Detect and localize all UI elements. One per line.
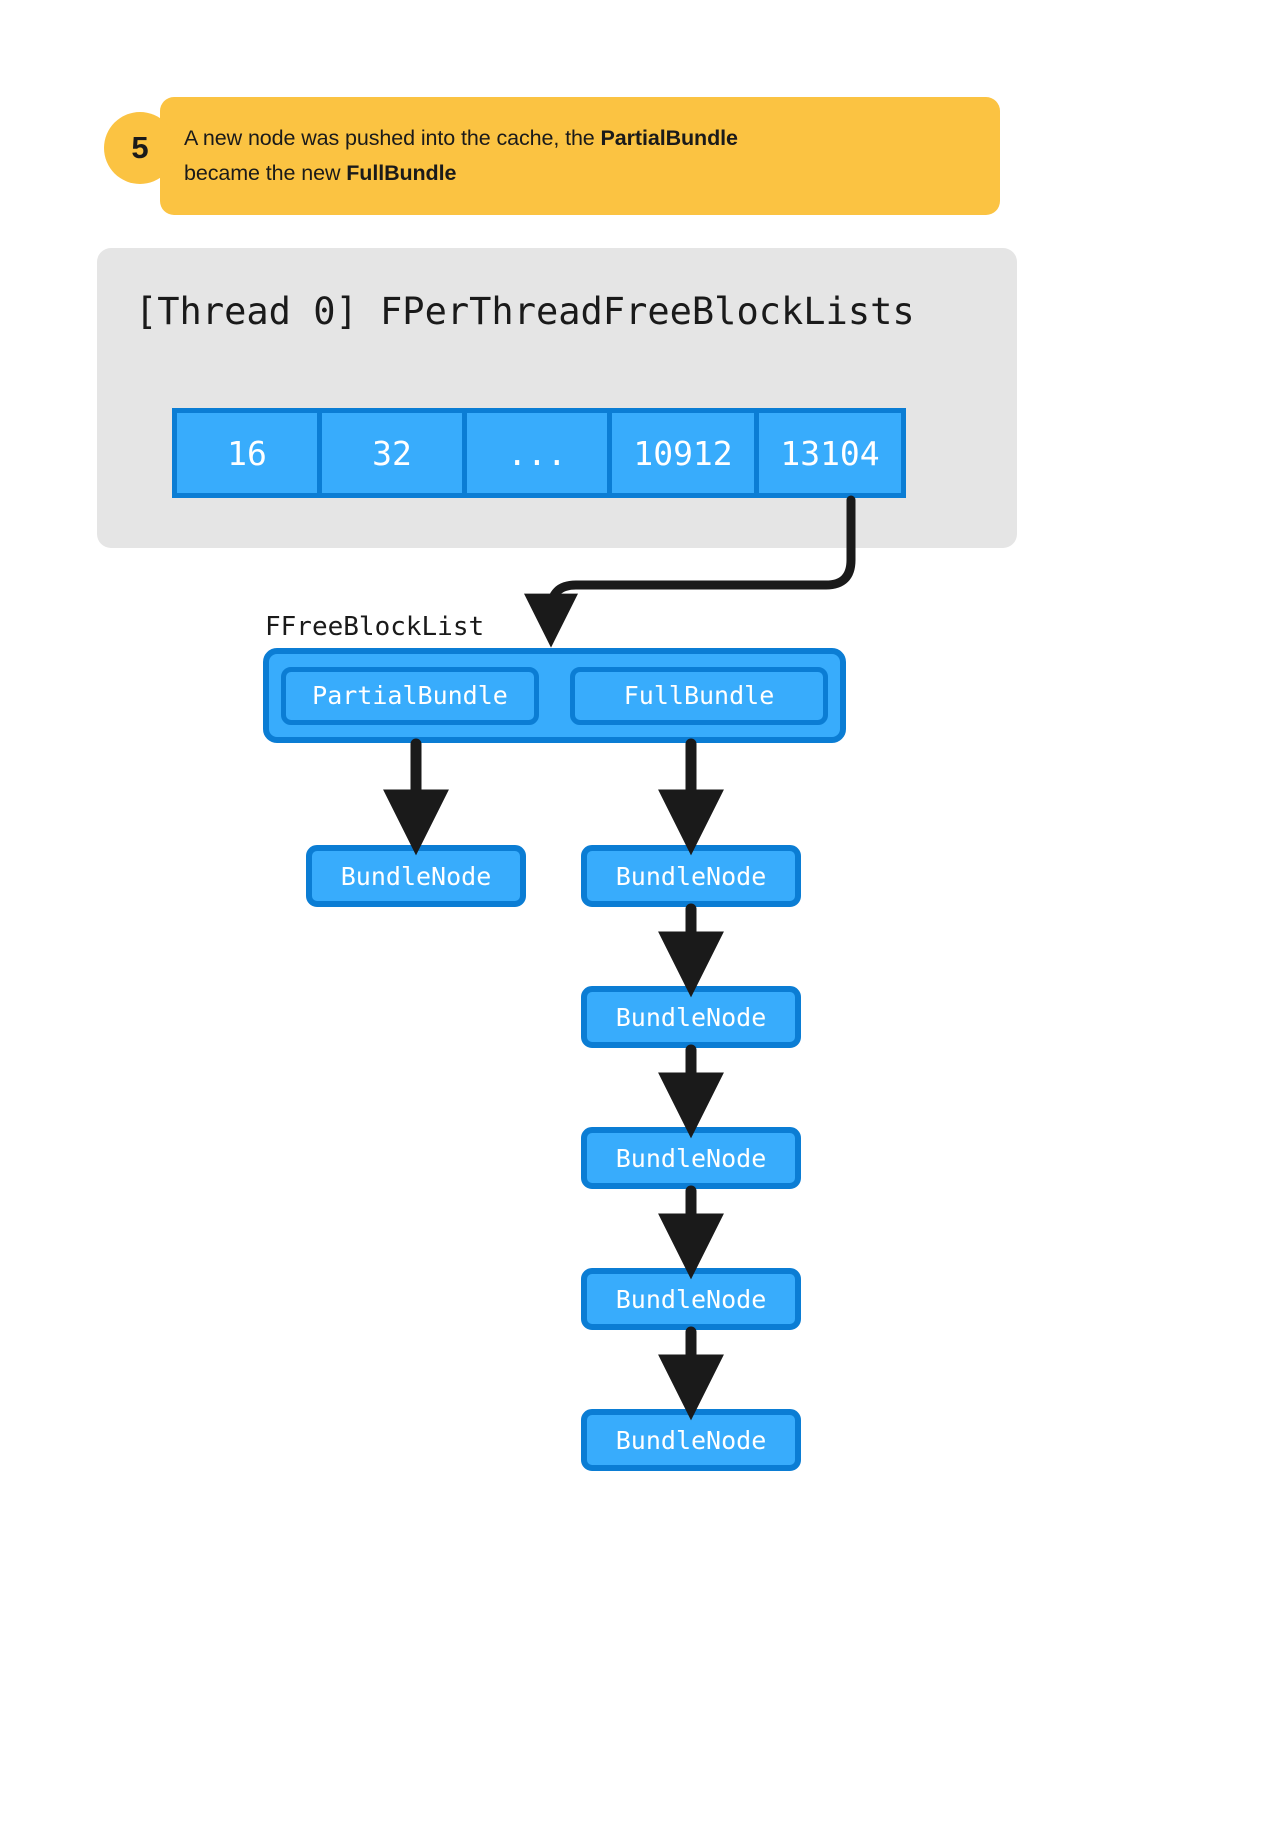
bundle-node-full-3[interactable]: BundleNode <box>581 1127 801 1189</box>
bundle-node-partial-1[interactable]: BundleNode <box>306 845 526 907</box>
step-number-badge: 5 <box>104 112 176 184</box>
per-thread-free-block-lists-panel: [Thread 0] FPerThreadFreeBlockLists 16 3… <box>97 248 1017 548</box>
bundle-node-full-2[interactable]: BundleNode <box>581 986 801 1048</box>
free-block-list-box: PartialBundle FullBundle <box>263 648 846 743</box>
callout-line2-prefix: became the new <box>184 160 347 185</box>
size-class-cell[interactable]: 10912 <box>607 408 759 498</box>
size-class-cell-active[interactable]: 13104 <box>754 408 906 498</box>
callout-term-fullbundle: FullBundle <box>346 160 457 185</box>
callout-line1-prefix: A new node was pushed into the cache, th… <box>184 126 601 150</box>
free-block-list-label: FFreeBlockList <box>265 612 485 642</box>
size-class-cell[interactable]: 16 <box>172 408 322 498</box>
bundle-node-full-5[interactable]: BundleNode <box>581 1409 801 1471</box>
step-callout-banner: A new node was pushed into the cache, th… <box>160 97 1000 215</box>
full-bundle-slot[interactable]: FullBundle <box>570 666 828 725</box>
partial-bundle-slot[interactable]: PartialBundle <box>281 666 539 725</box>
size-class-cell-ellipsis[interactable]: ... <box>462 408 612 498</box>
bundle-node-full-1[interactable]: BundleNode <box>581 845 801 907</box>
size-class-array: 16 32 ... 10912 13104 <box>172 408 906 498</box>
step-callout-text: A new node was pushed into the cache, th… <box>184 121 972 191</box>
panel-title: [Thread 0] FPerThreadFreeBlockLists <box>135 290 915 333</box>
size-class-cell[interactable]: 32 <box>317 408 467 498</box>
bundle-node-full-4[interactable]: BundleNode <box>581 1268 801 1330</box>
callout-term-partialbundle: PartialBundle <box>600 126 738 150</box>
